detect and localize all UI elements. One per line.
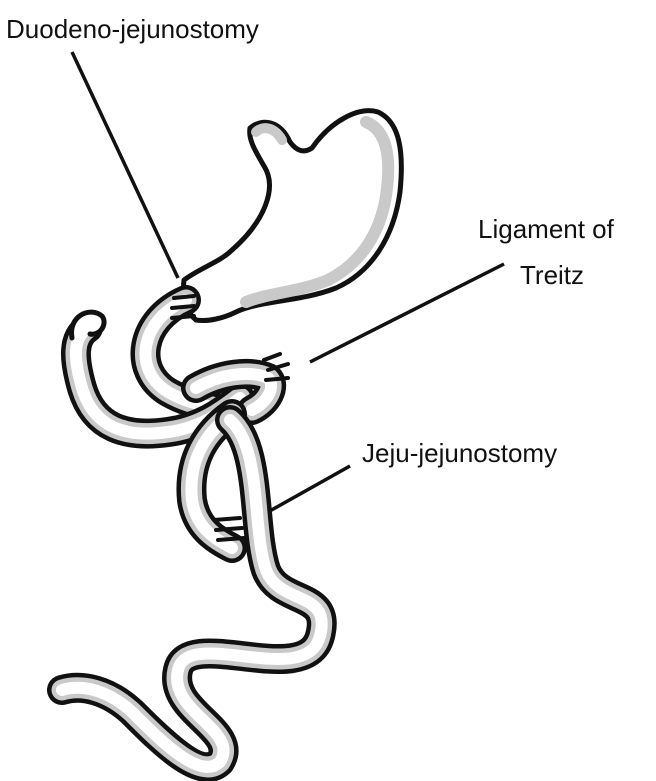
label-ligament-of-treitz-line2: Treitz [520, 260, 584, 290]
label-ligament-of-treitz-line1: Ligament of [478, 214, 615, 244]
leader-line-duodeno-jejunostomy [72, 52, 178, 278]
leader-line-jeju-jejunostomy [268, 466, 350, 512]
label-duodeno-jejunostomy: Duodeno-jejunostomy [6, 14, 259, 44]
stomach [184, 111, 402, 321]
label-jeju-jejunostomy: Jeju-jejunostomy [362, 438, 557, 468]
